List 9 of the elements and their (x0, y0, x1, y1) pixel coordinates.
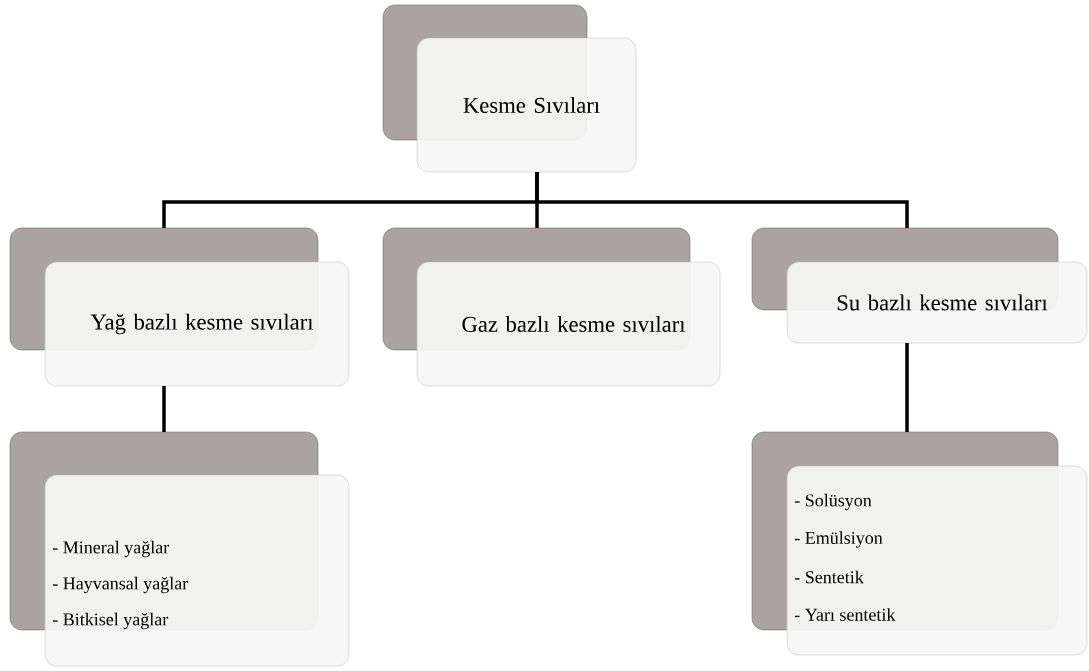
connector-line (535, 172, 909, 228)
category-box: Kesme Sıvıları (382, 4, 637, 173)
list-box: - Mineral yağlar - Hayvansal yağlar - Bitkisel yağlar (9, 431, 350, 667)
connector-line (162, 386, 166, 432)
connector-line (905, 343, 909, 432)
category-box: Yağ bazlı kesme sıvıları (9, 227, 350, 387)
category-box: Gaz bazlı kesme sıvıları (382, 227, 721, 387)
list-box: - Solüsyon - Emülsiyon - Sentetik - Yarı sentetik (751, 431, 1088, 656)
category-box: Su bazlı kesme sıvıları (751, 227, 1088, 344)
